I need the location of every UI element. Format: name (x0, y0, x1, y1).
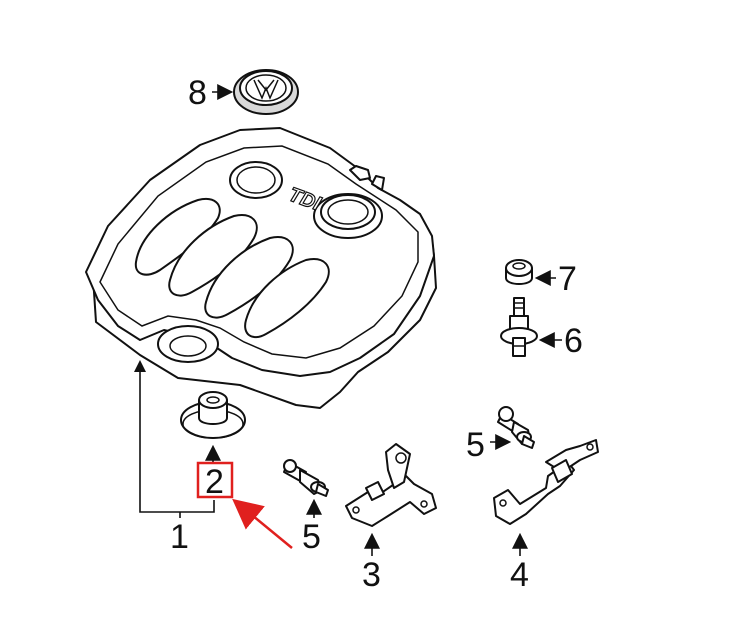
bracket-part-4[interactable] (493, 439, 599, 525)
callout-2-highlight (196, 461, 234, 499)
callout-4[interactable]: 4 (510, 556, 529, 594)
bracket-part-3[interactable] (345, 443, 437, 527)
callout-6[interactable]: 6 (564, 322, 583, 360)
callout-1-bracket (139, 364, 215, 513)
callout-1[interactable]: 1 (170, 518, 189, 556)
bolt-part-left[interactable] (283, 459, 329, 497)
grommet-part[interactable] (180, 391, 246, 439)
emblem-part[interactable] (233, 69, 299, 115)
engine-cover-part[interactable]: TDI (85, 127, 437, 409)
callout-5-left[interactable]: 5 (302, 518, 321, 556)
callout-5-right[interactable]: 5 (466, 426, 485, 464)
callout-7[interactable]: 7 (558, 260, 577, 298)
callout-8[interactable]: 8 (188, 74, 207, 112)
bolt-part-right[interactable] (497, 406, 535, 449)
callout-2[interactable]: 2 (205, 463, 224, 501)
stud-part[interactable] (500, 297, 538, 357)
callout-3[interactable]: 3 (362, 556, 381, 594)
cap-part[interactable] (505, 259, 533, 285)
highlight-pointer-arrow (232, 498, 293, 549)
